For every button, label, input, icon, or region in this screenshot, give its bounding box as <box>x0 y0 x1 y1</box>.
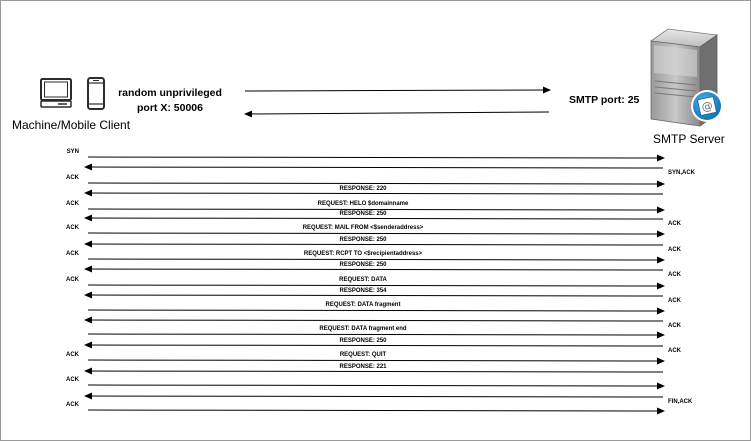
message-arrow-to-server <box>87 154 665 162</box>
message-arrow-to-client <box>84 341 664 349</box>
message-label: REQUEST: MAIL FROM <$senderaddress> <box>303 225 424 231</box>
client-label: Machine/Mobile Client <box>12 118 131 132</box>
message-arrow-to-server <box>87 382 665 390</box>
message-label: ACK <box>66 352 80 358</box>
message-label: RESPONSE: 250 <box>339 262 387 268</box>
message-arrow-to-client <box>84 392 664 400</box>
message-label: RESPONSE: 250 <box>339 338 387 344</box>
message-label: ACK <box>668 247 682 253</box>
header-arrow-to-client <box>244 110 550 118</box>
svg-text:@: @ <box>700 99 713 114</box>
server-port: SMTP port: 25 <box>569 94 640 106</box>
message-arrow-to-server <box>87 307 665 315</box>
message-arrow-to-client <box>84 163 664 171</box>
message-label: ACK <box>668 272 682 278</box>
message-arrow-to-server <box>87 256 665 264</box>
message-label: ACK <box>66 402 80 408</box>
message-label: REQUEST: HELO $domainname <box>318 201 409 207</box>
message-label: RESPONSE: 220 <box>339 186 387 192</box>
message-arrow-to-server <box>87 282 665 290</box>
message-label: ACK <box>66 251 80 257</box>
desktop-computer-icon <box>40 78 72 108</box>
message-arrow-to-client <box>84 214 664 222</box>
server-label: SMTP Server <box>653 132 725 146</box>
message-label: ACK <box>66 175 80 181</box>
header-arrow-to-server <box>244 86 551 94</box>
message-arrow-to-server <box>87 407 665 415</box>
message-label: REQUEST: DATA fragment end <box>319 326 407 332</box>
message-label: RESPONSE: 250 <box>339 237 387 243</box>
message-label: REQUEST: DATA fragment <box>326 302 401 308</box>
message-label: ACK <box>668 348 682 354</box>
message-arrow-to-server <box>87 180 665 188</box>
message-arrow-to-client <box>84 367 664 375</box>
message-label: ACK <box>66 225 80 231</box>
message-arrow-to-client <box>84 316 664 324</box>
message-label: SYN <box>67 149 79 155</box>
mobile-phone-icon <box>87 77 105 110</box>
message-label: FIN,ACK <box>668 399 693 405</box>
mail-server-icon: @ <box>649 28 723 127</box>
message-label: REQUEST: RCPT TO <$recipientaddress> <box>304 251 423 257</box>
client-port-line2: port X: 50006 <box>137 102 203 114</box>
message-arrow-to-server <box>87 230 665 238</box>
client-port-line1: random unprivileged <box>118 87 222 99</box>
message-label: ACK <box>668 323 682 329</box>
message-arrow-to-server <box>87 357 665 365</box>
message-label: RESPONSE: 354 <box>339 288 387 294</box>
message-arrow-to-server <box>87 331 665 339</box>
message-label: ACK <box>66 377 80 383</box>
message-label: REQUEST: QUIT <box>340 352 387 358</box>
message-label: REQUEST: DATA <box>339 277 387 283</box>
message-label: ACK <box>668 221 682 227</box>
message-arrow-to-client <box>84 189 664 197</box>
message-label: RESPONSE: 250 <box>339 211 387 217</box>
message-arrow-to-server <box>87 206 665 214</box>
message-label: ACK <box>66 201 80 207</box>
message-arrow-to-client <box>84 240 664 248</box>
message-label: ACK <box>66 277 80 283</box>
message-arrow-to-client <box>84 291 664 299</box>
message-label: SYN,ACK <box>668 170 696 176</box>
message-arrow-to-client <box>84 265 664 273</box>
message-label: ACK <box>668 298 682 304</box>
message-label: RESPONSE: 221 <box>339 364 387 370</box>
